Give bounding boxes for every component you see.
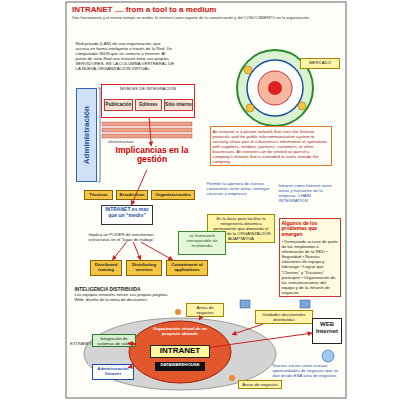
intranet-box: INTRANET [150,345,210,358]
admin-band: Administración [76,88,97,182]
node-text: Unidades decisionales distribuidas [257,312,311,322]
ring-dot [244,66,252,74]
category-box: Técnicas [84,190,113,200]
unit-box: Unidades decisionales distribuidas [255,310,313,324]
node-text: Editores [136,102,161,107]
node-text: Los equipos intranets tienen sus propias… [75,292,178,302]
medium-box: INTRANET es mas que un “medio” [101,205,153,225]
levels-box: NIVELES DE INTEGRACIÓN Publicación Editore… [101,84,195,118]
service-box: Distributed training [90,260,122,276]
node-text: Administración [82,106,91,164]
node-text: Sitio interno [165,102,192,107]
connector [199,317,201,320]
node-text: un framework interoperable de multimedia [180,233,224,248]
note-text: Intranet como Internet entre áreas y fun… [278,182,338,203]
ring-middle [247,60,303,116]
node-text: Estadísticas [118,192,146,197]
node-text: Publicación [105,102,132,107]
node-text: INTRANET [151,346,209,355]
ellipse-shape [129,321,231,383]
category-box: Organizacionales [151,190,195,200]
node-text: Implica un PODER de transformar estructu… [89,232,174,242]
definition-box: An extranet is a private network that us… [210,126,332,166]
node-text: • Demasiado acceso de parte de los emple… [282,239,339,295]
node-text: Áreas de negocios [240,382,280,387]
node-text: WEB Internet [313,321,341,335]
monitor-icon [300,300,310,308]
market-box: MERCADO [300,58,340,69]
node-text: Permite la apertura de nuevas conexiones… [207,181,274,196]
connector [149,118,151,146]
connector [133,242,140,260]
node-text: Distributing services [128,262,160,272]
node-text: Organizacionales [153,192,193,197]
implications-heading: Implicancias en la gestión [104,146,200,170]
integration-box: Integración de sistemas de valor [92,334,136,347]
area-box: Áreas de negocios [238,380,282,389]
node-text: Nuevos socios crean nuevas oportunidades… [273,363,340,378]
person-icon [229,375,235,381]
level-box: Editores [135,99,162,111]
connector [141,242,173,260]
admin-box: Administración Intranet [92,364,134,380]
globe [322,350,334,362]
node-text: DATAWAREHOUSE [155,362,205,367]
node-text: Integración de sistemas de valor [94,336,135,346]
node-text: Áreas de negocios [188,305,222,315]
note-text: Implica un PODER de transformar estructu… [88,231,174,242]
note-text: Nuevos socios crean nuevas oportunidades… [272,362,340,378]
ring-dot [298,102,306,110]
ring-core [268,81,282,95]
heading-block: INTELIGENCIA DISTRIBUIDALos equipos intr… [74,286,178,303]
green-box: un framework interoperable de multimedia [178,231,226,255]
node-text: Distributed training [92,262,120,272]
level-box: Publicación [104,99,133,111]
node-text: Containment of applications [168,262,206,272]
connector [112,242,126,260]
bar [102,134,192,138]
service-box: Distributing services [126,260,162,276]
node-text: Implicancias en la gestión [104,146,200,164]
bracket [98,88,100,182]
ring-inner [258,71,292,105]
node-text: Intranet como Internet entre áreas y fun… [279,183,338,203]
bar [102,122,192,126]
node-text: Técnicas [86,192,111,197]
problems-box: Algunos de los problemas que emergen• De… [279,218,341,297]
node-text: Administración Intranet [94,366,132,376]
warehouse-box: DATAWAREHOUSE [155,362,205,371]
note-text: Permite la apertura de nuevas conexiones… [206,180,274,196]
web-box: WEB Internet [312,318,342,344]
sub-title: Una herramienta y al mismo tiempo un med… [72,16,342,21]
node-text: MERCADO [302,60,338,65]
service-box: Containment of applications [166,260,208,276]
connector [232,324,263,334]
monitor-icon [240,300,250,308]
ring-dot [246,104,254,112]
node-text: INTELIGENCIA DISTRIBUIDA [75,287,178,293]
infrastructure-bars [102,122,192,138]
bar [102,128,192,132]
level-box: Sitio interno [164,99,193,111]
frame [66,2,346,398]
person-icon [175,309,181,315]
node-text: An extranet is a private network that us… [213,129,330,164]
node-text: Algunos de los problemas que emergen [282,221,339,239]
text-block: Red privada (LAN) de una organización, q… [75,40,175,71]
node-text: Red privada (LAN) de una organización, q… [76,41,175,71]
intranet-ellipse: Organización virtual de un proyecto ubic… [128,320,232,384]
caption-text: infraestructura [108,140,168,145]
area-box: Áreas de negocios [186,303,224,317]
page-title: INTRANET .... from a tool to a medium [72,5,342,14]
category-box: Estadísticas [116,190,148,200]
node-text: INTRANET es mas que un “medio” [103,207,151,219]
node-text: NIVELES DE INTEGRACIÓN [103,86,193,91]
node-text: Organización virtual de un proyecto ubic… [128,320,232,336]
